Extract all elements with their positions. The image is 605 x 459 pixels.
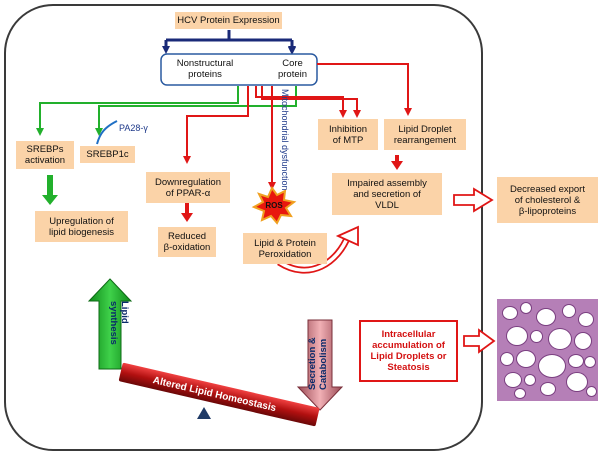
core-protein-label: Core protein — [277, 58, 308, 80]
ros-star — [251, 185, 297, 225]
srebps-activation-box: SREBPs activation — [16, 141, 74, 169]
red-arrow-mtp-b — [261, 86, 361, 118]
impaired-vldl-box: Impaired assembly and secretion of VLDL — [332, 173, 442, 215]
red-arrow-droplet — [317, 63, 412, 116]
lipid-synthesis-arrow — [87, 278, 133, 370]
curved-arrow-inner — [278, 235, 350, 272]
pa28-check-icon — [96, 120, 118, 145]
red-arrow-mtp-a — [255, 86, 347, 118]
reduced-beta-oxidation-box: Reduced β-oxidation — [158, 227, 216, 257]
steatosis-histology-image — [497, 299, 598, 401]
secretion-catabolism-label: Secretion & Catabolism — [307, 337, 329, 390]
hollow-arrow-export — [453, 187, 494, 213]
green-arrow-srebps — [36, 86, 239, 136]
inhibition-mtp-box: Inhibition of MTP — [318, 119, 378, 150]
red-arrow-ppar — [183, 86, 249, 164]
green-thick-head — [42, 195, 58, 205]
lipid-synthesis-label: Lipid synthesis — [108, 301, 130, 345]
red-thick-ppar-head — [181, 213, 193, 222]
ros-label: ROS — [265, 201, 283, 210]
hcv-protein-expression-box: HCV Protein Expression — [175, 12, 282, 29]
cell-frame — [4, 4, 483, 451]
nonstructural-proteins-label: Nonstructural proteins — [176, 58, 234, 80]
upregulation-box: Upregulation of lipid biogenesis — [35, 211, 128, 242]
seesaw-bar-group — [118, 362, 320, 427]
mitochondrial-dysfunction-label: Mitochondrial dysfunction — [280, 89, 290, 191]
seesaw-bar — [118, 362, 320, 427]
srebp1c-box: SREBP1c — [80, 146, 135, 163]
lipid-droplet-box: Lipid Droplet rearrangement — [384, 119, 466, 150]
navy-branch-connector — [164, 30, 292, 51]
secretion-catabolism-arrow — [296, 319, 344, 411]
decreased-export-box: Decreased export of cholesterol & β-lipo… — [497, 177, 598, 223]
hollow-arrow-steatosis — [463, 328, 496, 354]
seesaw-fulcrum — [197, 407, 211, 419]
pa28-gamma-label: PA28-γ — [119, 123, 148, 133]
red-thick-droplet-head — [391, 161, 403, 170]
curved-arrow-head — [335, 225, 359, 247]
peroxidation-box: Lipid & Protein Peroxidation — [243, 233, 327, 264]
steatosis-box: Intracellular accumulation of Lipid Drop… — [359, 320, 458, 382]
ppar-box: Downregulation of PPAR-α — [146, 172, 230, 203]
protein-box — [160, 53, 318, 86]
